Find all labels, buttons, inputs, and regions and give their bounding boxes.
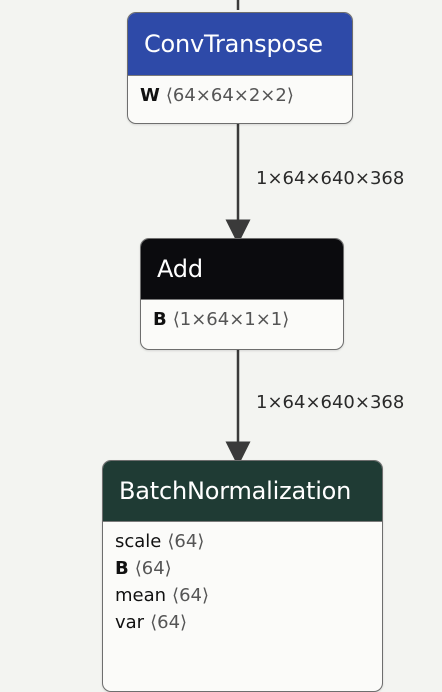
- node-attributes: B⟨1×64×1×1⟩: [141, 299, 343, 337]
- attribute-name: B: [153, 309, 167, 330]
- node-attributes: scale⟨64⟩ B⟨64⟩ mean⟨64⟩ var⟨64⟩: [103, 521, 382, 640]
- attribute-type: ⟨64⟩: [134, 558, 172, 579]
- attribute-type: ⟨1×64×1×1⟩: [172, 309, 290, 330]
- node-batchnormalization[interactable]: BatchNormalization scale⟨64⟩ B⟨64⟩ mean⟨…: [102, 460, 383, 692]
- node-title: Add: [157, 255, 203, 283]
- attribute-row-scale[interactable]: scale⟨64⟩: [115, 528, 370, 555]
- edge-shape-label: 1×64×640×368: [256, 168, 405, 189]
- node-header[interactable]: ConvTranspose: [128, 13, 352, 75]
- attribute-row-w[interactable]: W⟨64×64×2×2⟩: [140, 82, 340, 109]
- edge-shape-label: 1×64×640×368: [256, 392, 405, 413]
- attribute-type: ⟨64⟩: [172, 585, 209, 606]
- attribute-type: ⟨64⟩: [167, 531, 205, 552]
- node-title: ConvTranspose: [144, 30, 323, 58]
- attribute-name: var: [115, 612, 145, 633]
- attribute-type: ⟨64×64×2×2⟩: [165, 85, 294, 106]
- attribute-name: B: [115, 558, 129, 579]
- attribute-row-b[interactable]: B⟨64⟩: [115, 555, 370, 582]
- node-header[interactable]: BatchNormalization: [103, 461, 382, 521]
- node-add[interactable]: Add B⟨1×64×1×1⟩: [140, 238, 344, 350]
- attribute-row-b[interactable]: B⟨1×64×1×1⟩: [153, 306, 331, 333]
- node-attributes: W⟨64×64×2×2⟩: [128, 75, 352, 113]
- attribute-name: mean: [115, 585, 167, 606]
- node-convtranspose[interactable]: ConvTranspose W⟨64×64×2×2⟩: [127, 12, 353, 124]
- attribute-name: scale: [115, 531, 162, 552]
- node-title: BatchNormalization: [119, 477, 352, 505]
- attribute-row-var[interactable]: var⟨64⟩: [115, 609, 370, 636]
- attribute-name: W: [140, 85, 160, 106]
- node-header[interactable]: Add: [141, 239, 343, 299]
- attribute-row-mean[interactable]: mean⟨64⟩: [115, 582, 370, 609]
- attribute-type: ⟨64⟩: [150, 612, 188, 633]
